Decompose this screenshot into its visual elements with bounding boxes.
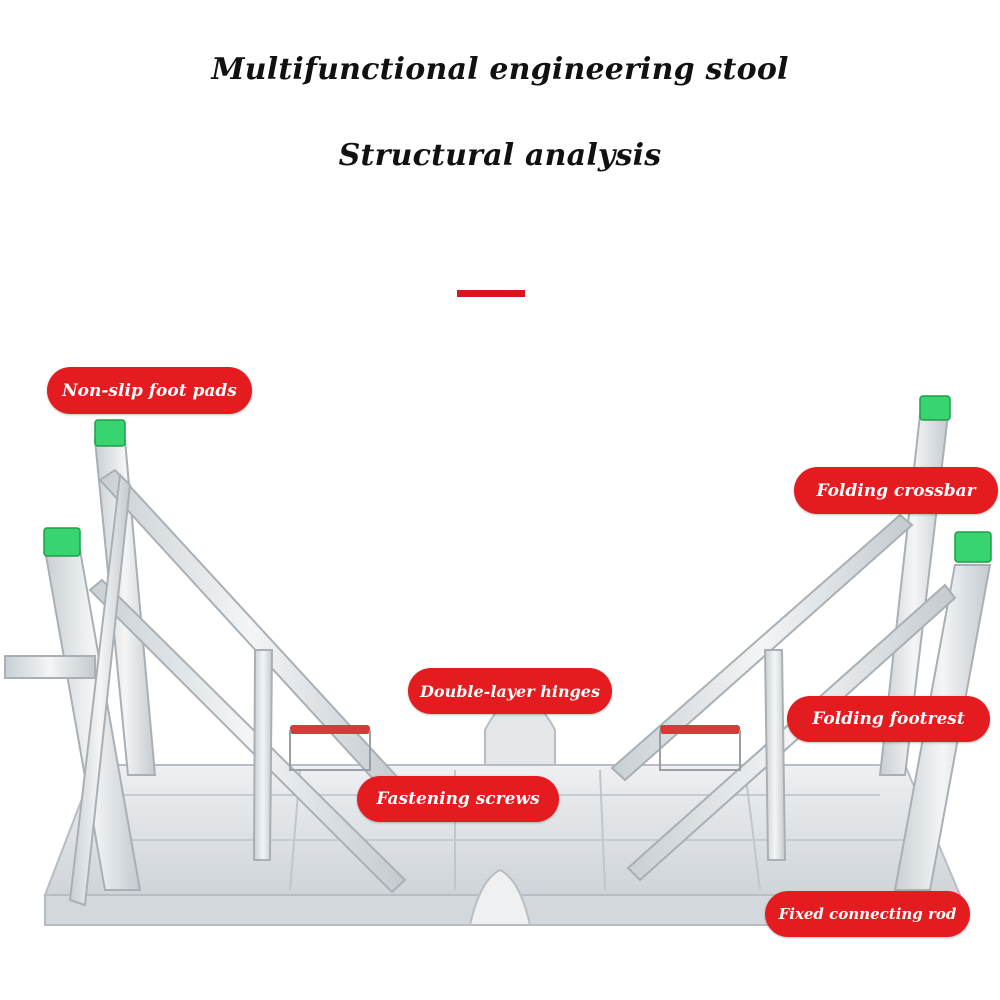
page-subtitle: Structural analysis [338, 138, 662, 173]
callout-fastening-screws: Fastening screws [357, 776, 559, 822]
callout-non-slip-foot-pads: Non-slip foot pads [47, 367, 252, 414]
left-frame [4, 439, 407, 907]
callout-fixed-connecting-rod: Fixed connecting rod [765, 891, 970, 937]
callout-double-layer-hinges: Double-layer hinges [408, 668, 612, 714]
callout-folding-crossbar: Folding crossbar [794, 467, 998, 514]
carry-handles [289, 725, 741, 771]
page-title: Multifunctional engineering stool [211, 52, 789, 87]
accent-divider [457, 290, 525, 297]
callout-folding-footrest: Folding footrest [787, 696, 990, 742]
foot-pads [43, 395, 992, 563]
